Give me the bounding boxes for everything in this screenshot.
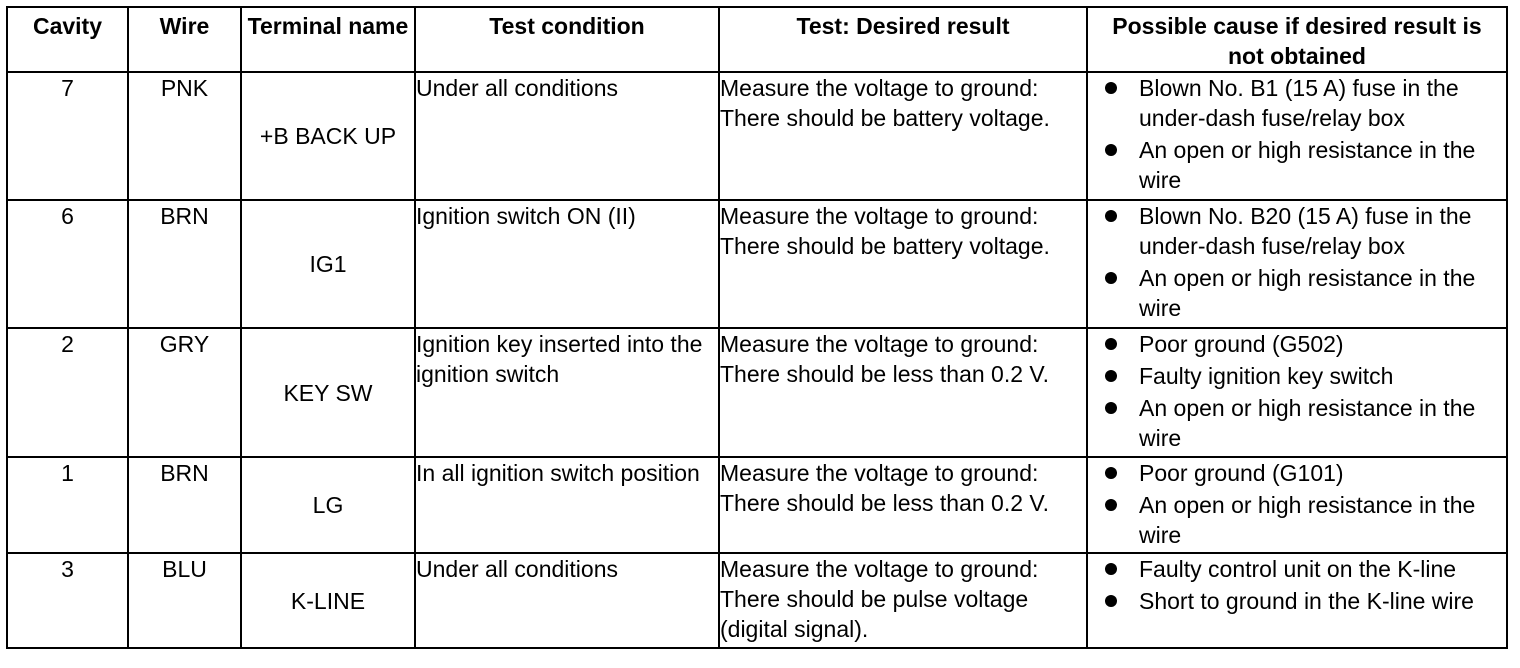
bullet-icon — [1105, 210, 1117, 222]
cause-item: An open or high resistance in the wire — [1088, 135, 1506, 195]
possible-cause-cell: Poor ground (G502) Faulty ignition key s… — [1086, 327, 1508, 458]
desired-result-cell: Measure the voltage to ground: There sho… — [718, 327, 1088, 458]
cause-text: An open or high resistance in the wire — [1139, 265, 1476, 321]
cause-item: Poor ground (G101) — [1088, 458, 1506, 488]
test-condition-cell: Under all conditions — [414, 71, 720, 201]
desired-result-cell: Measure the voltage to ground: There sho… — [718, 71, 1088, 201]
header-wire: Wire — [127, 6, 242, 73]
cause-text: Poor ground (G502) — [1139, 331, 1344, 357]
cause-text: An open or high resistance in the wire — [1139, 137, 1476, 193]
terminal-name-cell: +B BACK UP — [240, 71, 416, 201]
test-condition-cell: Ignition switch ON (II) — [414, 199, 720, 329]
cause-text: Poor ground (G101) — [1139, 460, 1344, 486]
wire-cell: GRY — [127, 327, 242, 458]
bullet-icon — [1105, 499, 1117, 511]
table-row: 1 BRN LG In all ignition switch position… — [6, 456, 1508, 554]
cause-text: An open or high resistance in the wire — [1139, 395, 1476, 451]
bullet-icon — [1105, 370, 1117, 382]
table-row: 7 PNK +B BACK UP Under all conditions Me… — [6, 71, 1508, 201]
wire-cell: BRN — [127, 456, 242, 554]
possible-cause-cell: Faulty control unit on the K-line Short … — [1086, 552, 1508, 649]
cause-item: An open or high resistance in the wire — [1088, 490, 1506, 550]
cause-text: Blown No. B1 (15 A) fuse in the under-da… — [1139, 75, 1459, 131]
bullet-icon — [1105, 144, 1117, 156]
bullet-icon — [1105, 82, 1117, 94]
cavity-cell: 3 — [6, 552, 129, 649]
cause-list: Blown No. B20 (15 A) fuse in the under-d… — [1088, 201, 1506, 323]
desired-result-cell: Measure the voltage to ground: There sho… — [718, 199, 1088, 329]
header-row: Cavity Wire Terminal name Test condition… — [6, 6, 1508, 73]
possible-cause-cell: Blown No. B1 (15 A) fuse in the under-da… — [1086, 71, 1508, 201]
table-row: 6 BRN IG1 Ignition switch ON (II) Measur… — [6, 199, 1508, 329]
wire-cell: PNK — [127, 71, 242, 201]
terminal-name-cell: KEY SW — [240, 327, 416, 458]
desired-result-cell: Measure the voltage to ground: There sho… — [718, 552, 1088, 649]
desired-result-cell: Measure the voltage to ground: There sho… — [718, 456, 1088, 554]
test-condition-cell: Ignition key inserted into the ignition … — [414, 327, 720, 458]
cause-item: An open or high resistance in the wire — [1088, 263, 1506, 323]
possible-cause-cell: Poor ground (G101) An open or high resis… — [1086, 456, 1508, 554]
table-row: 2 GRY KEY SW Ignition key inserted into … — [6, 327, 1508, 458]
terminal-name-cell: LG — [240, 456, 416, 554]
cause-text: Faulty ignition key switch — [1139, 363, 1394, 389]
cause-text: Blown No. B20 (15 A) fuse in the under-d… — [1139, 203, 1472, 259]
wire-cell: BRN — [127, 199, 242, 329]
cavity-cell: 6 — [6, 199, 129, 329]
test-condition-cell: In all ignition switch position — [414, 456, 720, 554]
bullet-icon — [1105, 402, 1117, 414]
bullet-icon — [1105, 595, 1117, 607]
bullet-icon — [1105, 563, 1117, 575]
cause-text: An open or high resistance in the wire — [1139, 492, 1476, 548]
bullet-icon — [1105, 467, 1117, 479]
header-cavity: Cavity — [6, 6, 129, 73]
cause-item: An open or high resistance in the wire — [1088, 393, 1506, 453]
possible-cause-cell: Blown No. B20 (15 A) fuse in the under-d… — [1086, 199, 1508, 329]
table-row: 3 BLU K-LINE Under all conditions Measur… — [6, 552, 1508, 649]
cavity-cell: 1 — [6, 456, 129, 554]
bullet-icon — [1105, 272, 1117, 284]
test-condition-cell: Under all conditions — [414, 552, 720, 649]
cause-item: Blown No. B20 (15 A) fuse in the under-d… — [1088, 201, 1506, 261]
header-terminal-name: Terminal name — [240, 6, 416, 73]
cause-item: Short to ground in the K-line wire — [1088, 586, 1506, 616]
cavity-cell: 2 — [6, 327, 129, 458]
cause-item: Faulty ignition key switch — [1088, 361, 1506, 391]
cause-text: Short to ground in the K-line wire — [1139, 588, 1474, 614]
header-desired-result: Test: Desired result — [718, 6, 1088, 73]
terminal-test-table: Cavity Wire Terminal name Test condition… — [6, 6, 1508, 649]
cause-list: Blown No. B1 (15 A) fuse in the under-da… — [1088, 73, 1506, 195]
cause-text: Faulty control unit on the K-line — [1139, 556, 1457, 582]
cause-item: Blown No. B1 (15 A) fuse in the under-da… — [1088, 73, 1506, 133]
wire-cell: BLU — [127, 552, 242, 649]
cause-list: Faulty control unit on the K-line Short … — [1088, 554, 1506, 616]
bullet-icon — [1105, 338, 1117, 350]
header-test-condition: Test condition — [414, 6, 720, 73]
terminal-name-cell: K-LINE — [240, 552, 416, 649]
cause-list: Poor ground (G101) An open or high resis… — [1088, 458, 1506, 550]
cause-item: Poor ground (G502) — [1088, 329, 1506, 359]
header-possible-cause: Possible cause if desired result is not … — [1086, 6, 1508, 73]
cause-item: Faulty control unit on the K-line — [1088, 554, 1506, 584]
terminal-name-cell: IG1 — [240, 199, 416, 329]
cause-list: Poor ground (G502) Faulty ignition key s… — [1088, 329, 1506, 453]
cavity-cell: 7 — [6, 71, 129, 201]
